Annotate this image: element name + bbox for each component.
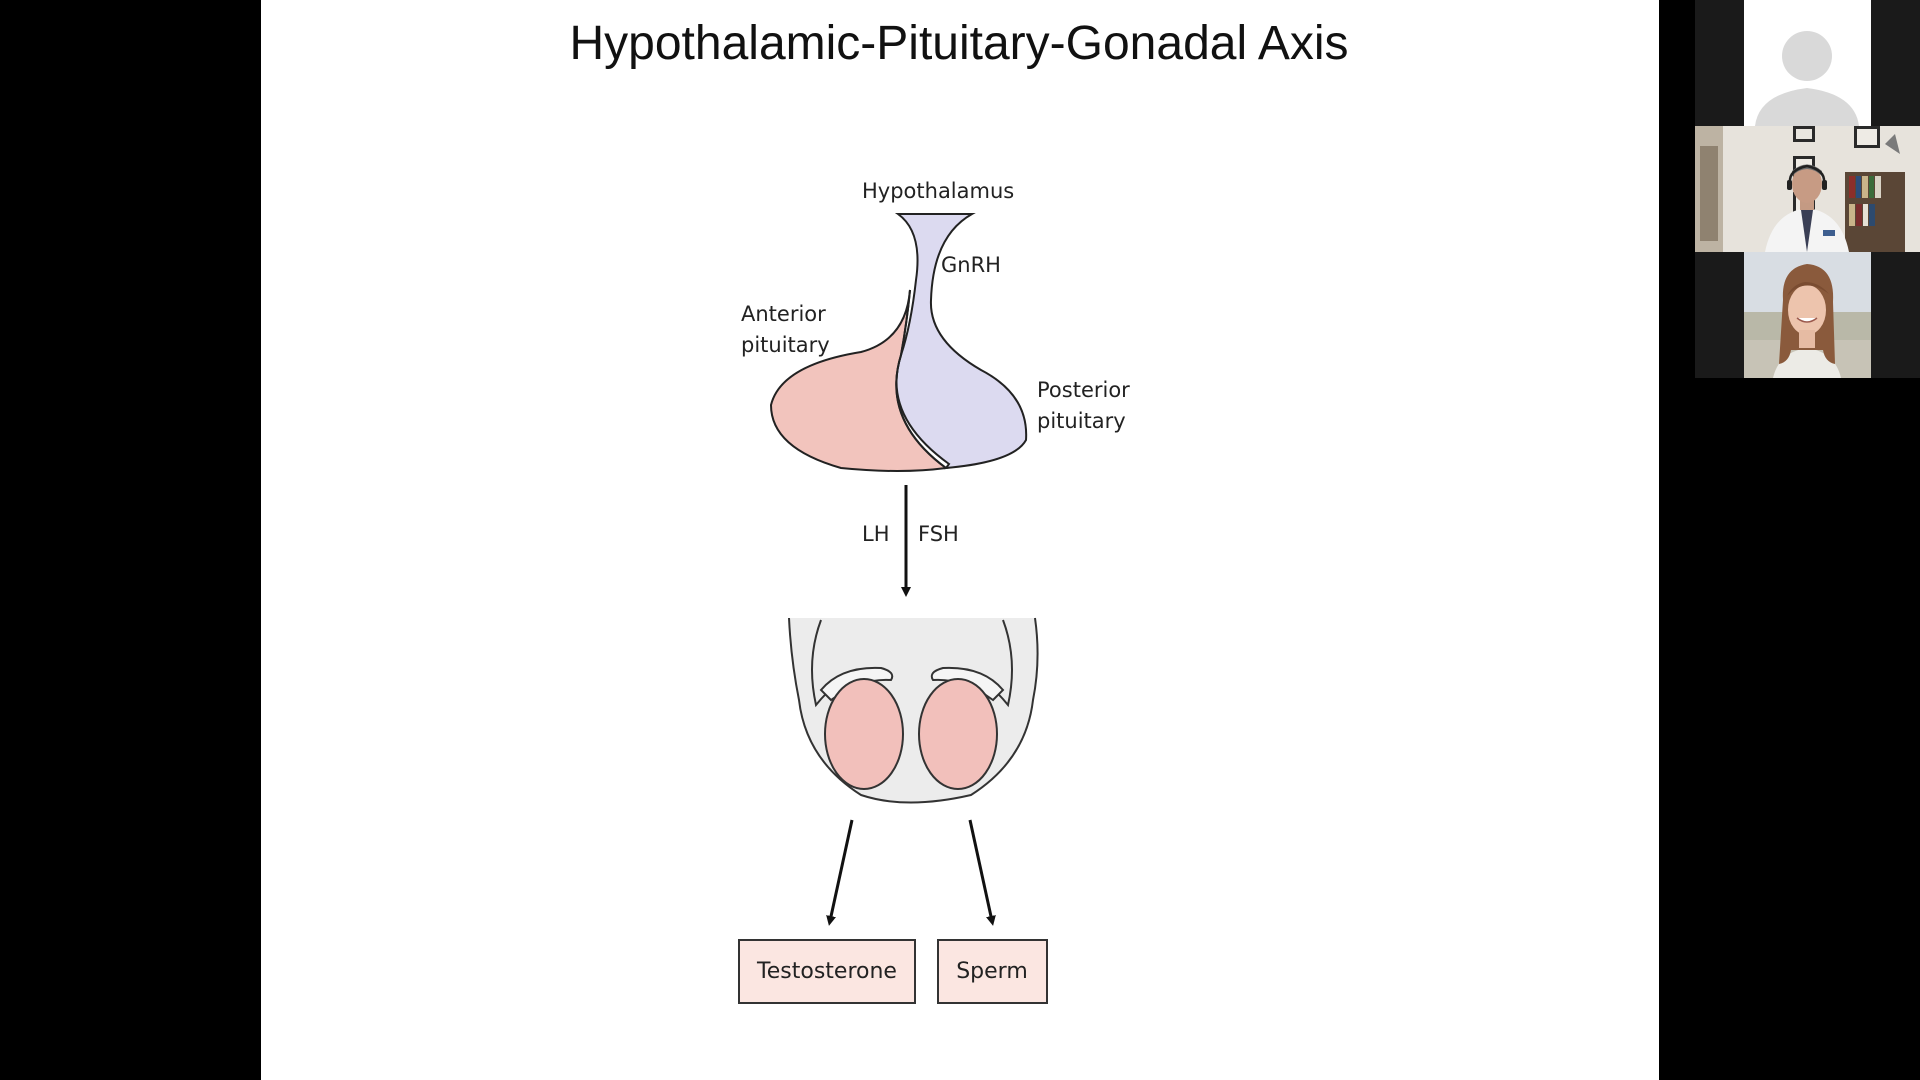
label-anterior-pituitary: pituitary <box>741 333 830 357</box>
label-gnrh: GnRH <box>941 253 1001 277</box>
participant-tile-2[interactable] <box>1695 126 1920 252</box>
testes-illustration <box>788 617 1039 804</box>
testis-left <box>824 678 904 790</box>
label-anterior: Anterior <box>741 302 826 326</box>
posterior-pituitary-shape <box>894 213 1028 470</box>
avatar-icon <box>1782 31 1832 81</box>
scrotum-shape <box>788 617 1039 804</box>
pituitary-gland <box>769 213 1028 472</box>
hpg-axis-diagram: Hypothalamus GnRH Anterior pituitary Pos… <box>738 179 1130 1004</box>
label-hypothalamus: Hypothalamus <box>862 179 1014 203</box>
video-feed-1 <box>1695 0 1920 126</box>
testis-right <box>918 678 998 790</box>
label-posterior-pituitary: pituitary <box>1037 409 1126 433</box>
video-feed-3 <box>1695 252 1920 378</box>
label-posterior: Posterior <box>1037 378 1130 402</box>
slide-title: Hypothalamic-Pituitary-Gonadal Axis <box>569 17 1349 70</box>
participant-face-3 <box>1788 285 1826 335</box>
participant-tile-1[interactable] <box>1695 0 1920 126</box>
arrow-to-testosterone <box>826 819 854 926</box>
label-lh: LH <box>862 522 890 546</box>
sperm-box <box>937 939 1048 1004</box>
presentation-slide: Hypothalamic-Pituitary-Gonadal Axis Hypo… <box>261 0 1659 1080</box>
testosterone-label: Testosterone <box>756 959 897 984</box>
arrow-to-sperm <box>968 819 996 926</box>
video-feed-2 <box>1695 126 1920 252</box>
participant-video-strip <box>1695 0 1920 380</box>
sperm-label: Sperm <box>956 959 1028 984</box>
testosterone-box <box>738 939 916 1004</box>
participant-tile-3[interactable] <box>1695 252 1920 378</box>
participant-face-2 <box>1792 165 1822 203</box>
label-fsh: FSH <box>918 522 959 546</box>
